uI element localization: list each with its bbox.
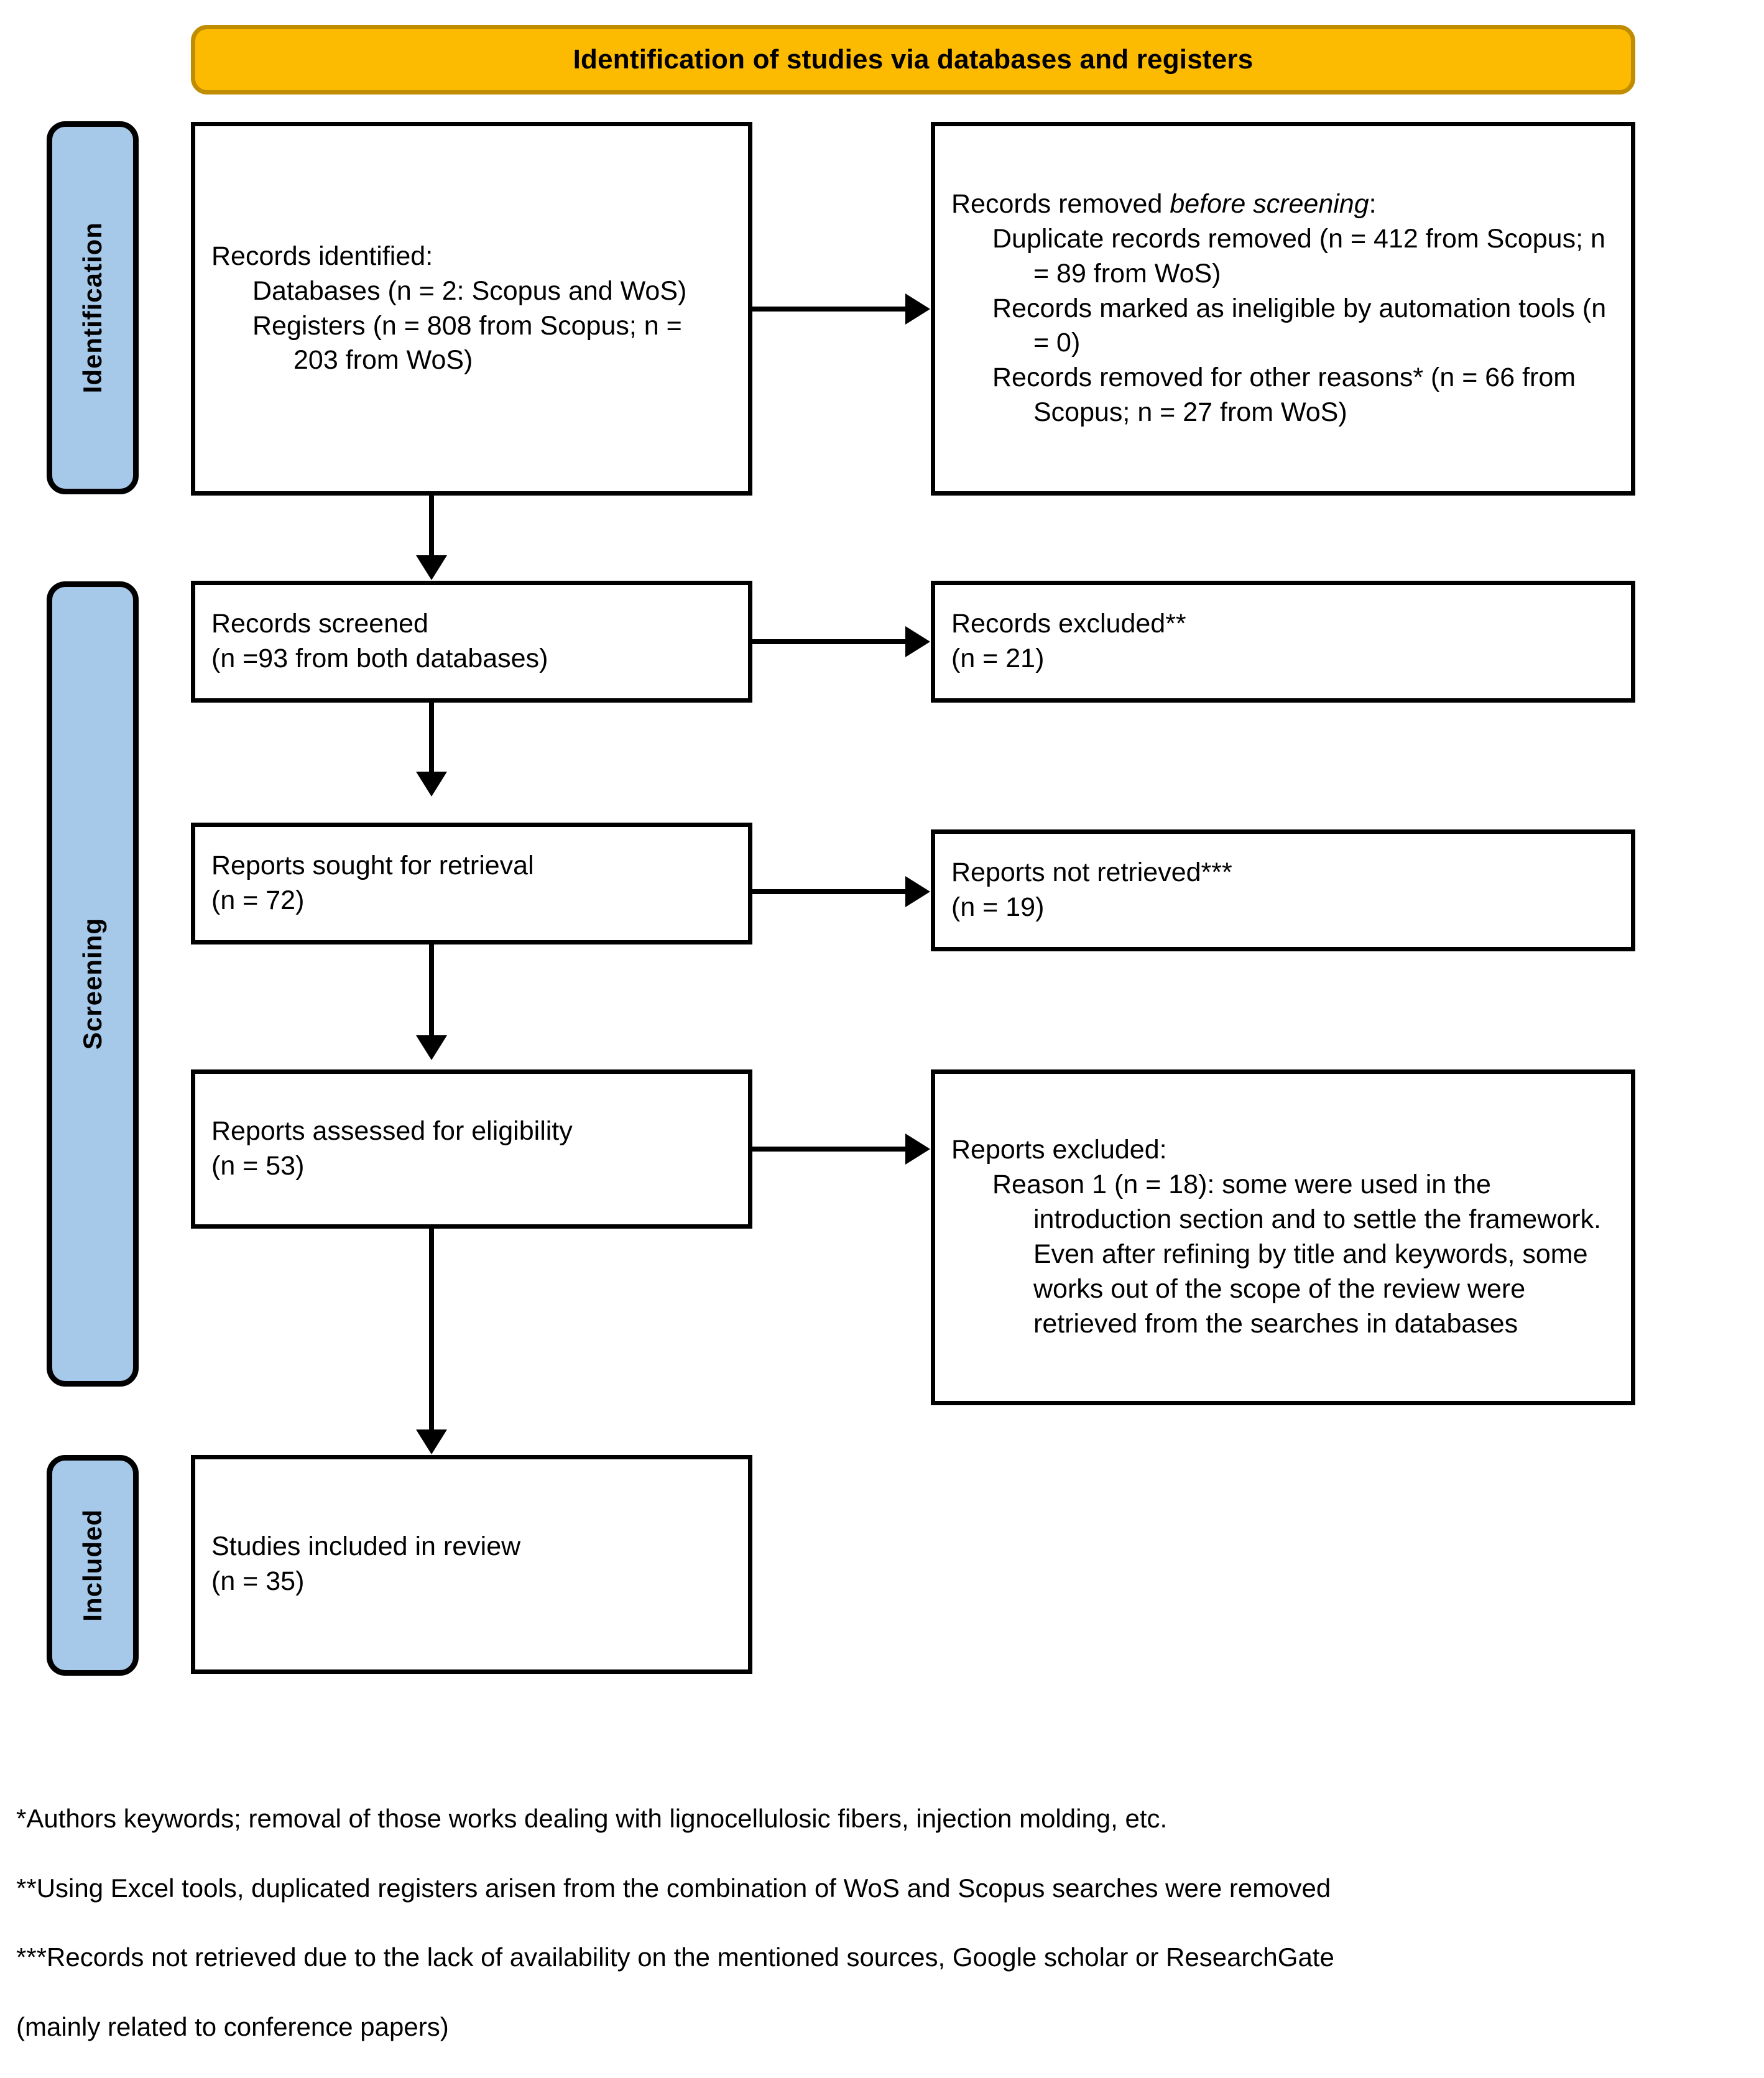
arrow-identified-to-removed-line (752, 307, 907, 312)
records-identified-line-1: Records identified: (211, 241, 433, 271)
reports-assessed-line-2: (n = 53) (211, 1151, 305, 1181)
arrow-screened-to-sought-line (429, 703, 434, 774)
box-records-removed-text: Records removed before screening: Duplic… (935, 187, 1631, 430)
arrow-screened-to-sought-head (416, 772, 447, 797)
records-removed-line-2: Duplicate records removed (n = 412 from … (992, 223, 1605, 289)
arrow-screened-to-excluded-head (905, 626, 930, 657)
studies-included-line-2: (n = 35) (211, 1566, 305, 1596)
stage-label-screening-text: Screening (78, 918, 107, 1050)
reports-assessed-line-1: Reports assessed for eligibility (211, 1116, 573, 1147)
arrow-identified-to-screened-line (429, 496, 434, 558)
box-reports-not-retrieved: Reports not retrieved*** (n = 19) (931, 829, 1635, 951)
box-records-screened-text: Records screened (n =93 from both databa… (195, 607, 748, 677)
records-removed-line-3: Records marked as ineligible by automati… (992, 293, 1607, 358)
footnotes-section: *Authors keywords; removal of those work… (16, 1803, 1751, 2078)
box-reports-assessed-text: Reports assessed for eligibility (n = 53… (195, 1114, 748, 1184)
reports-excluded-line-1: Reports excluded: (951, 1135, 1167, 1165)
box-records-identified: Records identified: Databases (n = 2: Sc… (191, 122, 752, 496)
box-reports-sought-for-retrieval: Reports sought for retrieval (n = 72) (191, 823, 752, 944)
box-records-removed-before-screening: Records removed before screening: Duplic… (931, 122, 1635, 496)
box-records-excluded-text: Records excluded** (n = 21) (935, 607, 1631, 677)
records-removed-line-1-italic: before screening (1170, 188, 1369, 219)
page-title: Identification of studies via databases … (573, 44, 1254, 75)
box-reports-excluded-text: Reports excluded: Reason 1 (n = 18): som… (935, 1133, 1631, 1341)
records-screened-line-1: Records screened (211, 609, 428, 639)
arrow-assessed-to-included-line (429, 1229, 434, 1432)
records-excluded-line-1: Records excluded** (951, 609, 1186, 639)
box-reports-sought-text: Reports sought for retrieval (n = 72) (195, 849, 748, 918)
arrow-identified-to-removed-head (905, 293, 930, 325)
footnote-2: **Using Excel tools, duplicated register… (16, 1873, 1331, 1903)
stage-label-identification: Identification (47, 121, 139, 494)
records-screened-line-2: (n =93 from both databases) (211, 644, 548, 673)
box-studies-included-in-review: Studies included in review (n = 35) (191, 1455, 752, 1674)
box-records-excluded: Records excluded** (n = 21) (931, 581, 1635, 703)
reports-sought-line-1: Reports sought for retrieval (211, 851, 534, 881)
records-identified-line-3: Registers (n = 808 from Scopus; n = 203 … (252, 310, 682, 376)
stage-label-included-text: Included (78, 1509, 107, 1622)
arrow-assessed-to-excluded-head (905, 1134, 930, 1165)
footnote-3: ***Records not retrieved due to the lack… (16, 1942, 1334, 1972)
box-records-screened: Records screened (n =93 from both databa… (191, 581, 752, 703)
box-reports-assessed-for-eligibility: Reports assessed for eligibility (n = 53… (191, 1069, 752, 1229)
reports-excluded-line-2: Reason 1 (n = 18): some were used in the… (992, 1170, 1602, 1339)
arrow-assessed-to-included-head (416, 1429, 447, 1454)
reports-not-retrieved-line-1: Reports not retrieved*** (951, 857, 1232, 888)
records-removed-line-1: Records removed before screening: (951, 187, 1615, 222)
arrow-identified-to-screened-head (416, 555, 447, 580)
box-studies-included-text: Studies included in review (n = 35) (195, 1530, 748, 1599)
stage-label-included: Included (47, 1455, 139, 1676)
stage-label-screening: Screening (47, 581, 139, 1387)
arrow-assessed-to-excluded-line (752, 1147, 907, 1152)
arrow-sought-to-assessed-head (416, 1035, 447, 1060)
diagram-header-banner: Identification of studies via databases … (191, 25, 1635, 95)
records-removed-line-4: Records removed for other reasons* (n = … (992, 362, 1576, 428)
records-removed-line-1-suffix: : (1369, 188, 1377, 219)
arrow-sought-to-not-retrieved-line (752, 889, 907, 894)
footnote-4: (mainly related to conference papers) (16, 2011, 449, 2041)
arrow-screened-to-excluded-line (752, 639, 907, 644)
stage-label-identification-text: Identification (78, 222, 107, 394)
arrow-sought-to-assessed-line (429, 944, 434, 1038)
records-removed-line-1-prefix: Records removed (951, 188, 1170, 219)
arrow-sought-to-not-retrieved-head (905, 876, 930, 907)
reports-not-retrieved-line-2: (n = 19) (951, 892, 1045, 922)
reports-sought-line-2: (n = 72) (211, 885, 305, 915)
footnote-1: *Authors keywords; removal of those work… (16, 1804, 1168, 1833)
box-records-identified-text: Records identified: Databases (n = 2: Sc… (195, 239, 748, 379)
studies-included-line-1: Studies included in review (211, 1531, 521, 1562)
records-identified-line-2: Databases (n = 2: Scopus and WoS) (252, 275, 687, 306)
box-reports-excluded: Reports excluded: Reason 1 (n = 18): som… (931, 1069, 1635, 1405)
records-excluded-line-2: (n = 21) (951, 644, 1045, 673)
box-reports-not-retrieved-text: Reports not retrieved*** (n = 19) (935, 856, 1631, 925)
